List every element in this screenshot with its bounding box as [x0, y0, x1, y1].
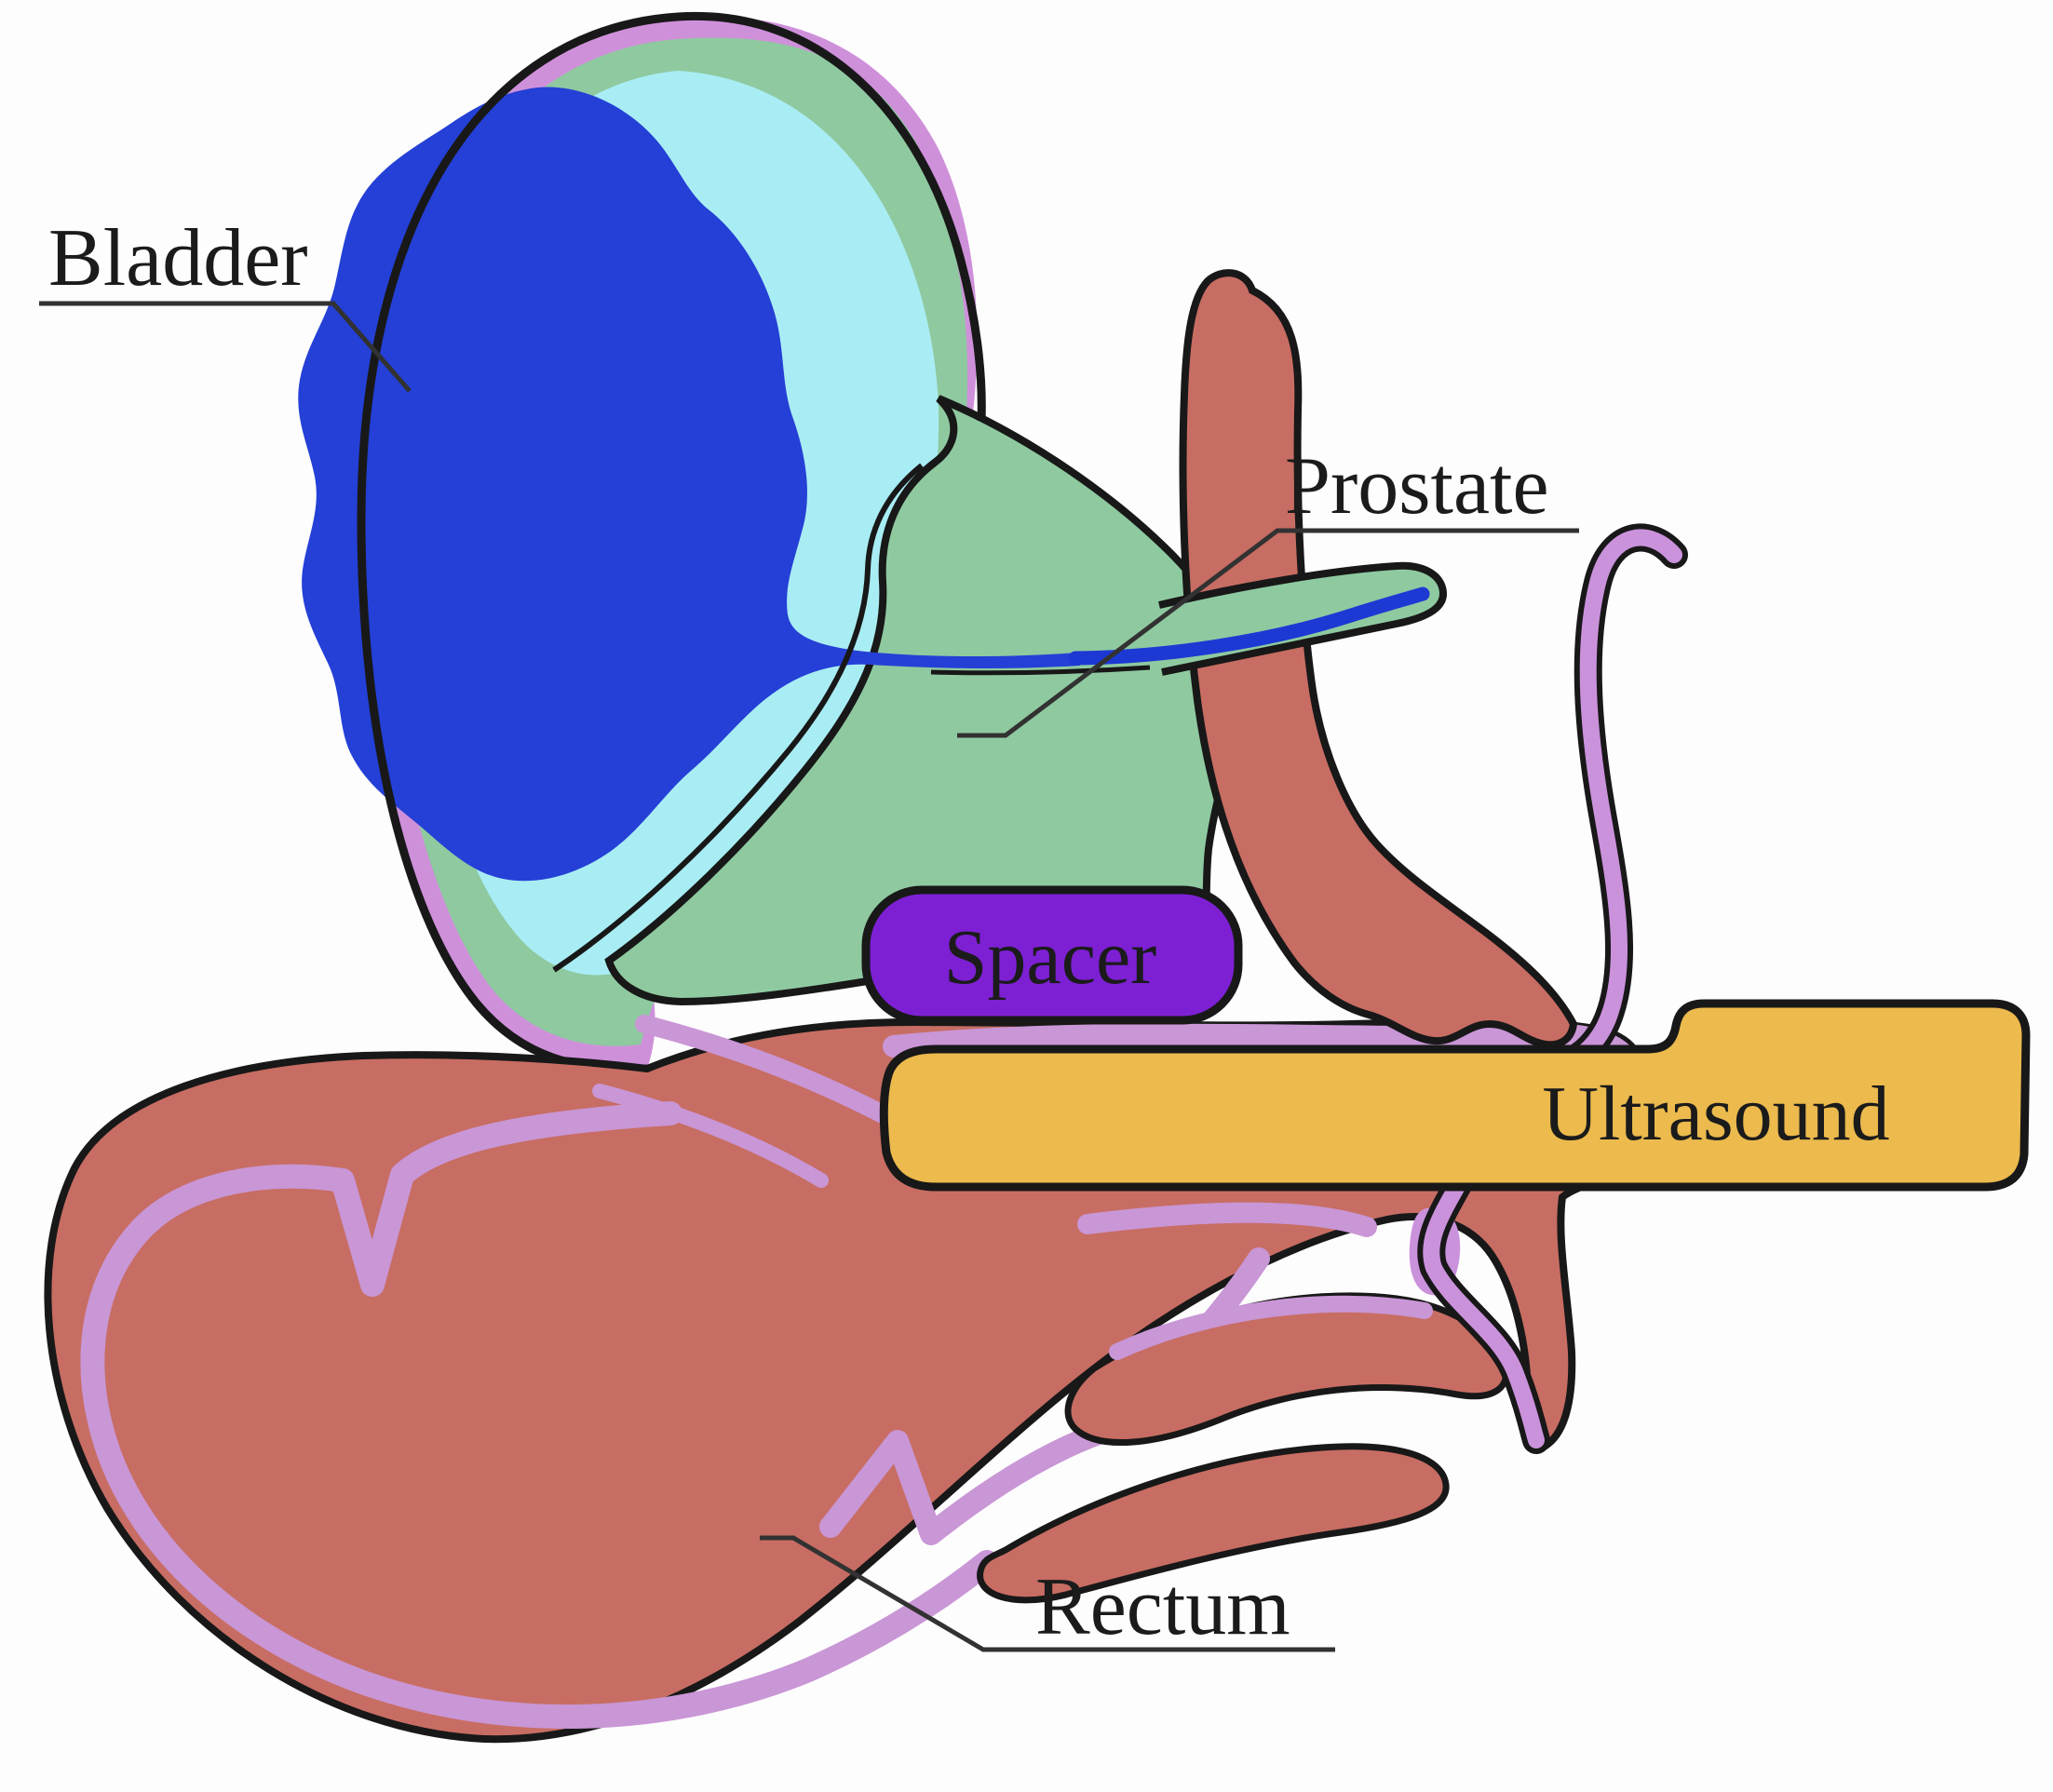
bladder-prostate-boundary-line: [552, 463, 924, 973]
prostate-annotation: Prostate: [957, 441, 1579, 738]
rectal-lining-streak-2: [592, 1084, 829, 1188]
urethra-channel-line: [930, 665, 1151, 676]
rectal-fold-lining: [1109, 1295, 1433, 1360]
rectum-leader-line: [760, 1535, 1335, 1652]
ultrasound-probe: [879, 999, 2031, 1192]
bladder-label: Bladder: [48, 213, 308, 303]
urethra-tube-outline: [1158, 561, 1448, 676]
ultrasound-label: Ultrasound: [1542, 1071, 1889, 1157]
spacer-label: Spacer: [944, 914, 1157, 1001]
rectum-label: Rectum: [1035, 1562, 1290, 1652]
rectum-annotation: Rectum: [760, 1535, 1335, 1652]
bowel-tube: [1179, 269, 1578, 1049]
bladder-leader-line: [39, 301, 412, 393]
prostate-leader-line: [957, 528, 1579, 738]
rectal-lining-main: [80, 1101, 999, 1729]
rectal-lining-band-bottom: [1077, 1202, 1377, 1237]
urethra-stripe: [1068, 586, 1430, 666]
spacer-implant: [861, 885, 1243, 1025]
bladder-annotation: Bladder: [39, 213, 412, 393]
bladder-outline: [357, 11, 986, 1074]
rectal-lining-streak-1: [635, 1015, 894, 1125]
rectal-fold-lower: [977, 1443, 1450, 1604]
prostate-label: Prostate: [1285, 441, 1549, 532]
urine-pool: [298, 87, 1080, 882]
